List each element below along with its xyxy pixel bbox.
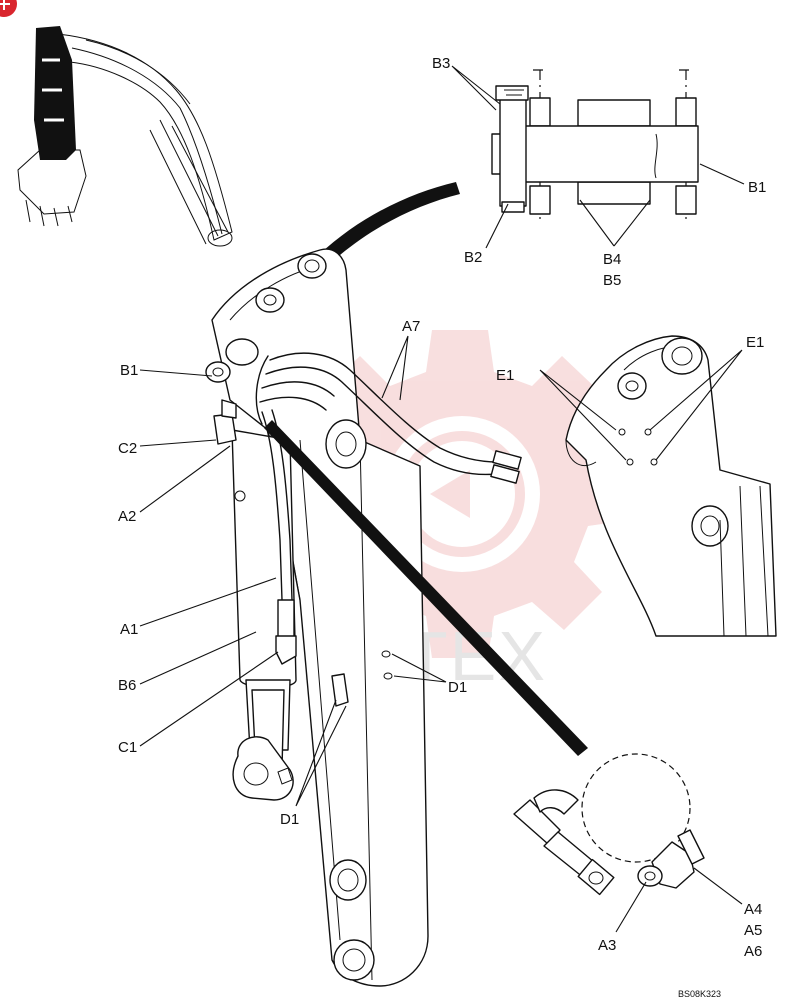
callout-e1-left: E1 [496, 367, 514, 384]
fitting-c2 [213, 413, 237, 445]
plus-badge-icon [0, 0, 17, 17]
callout-a4: A4 [744, 901, 762, 918]
callout-e1-right: E1 [746, 334, 764, 351]
fitting-c2-elbow [221, 399, 237, 419]
pointer-to-pin-detail [258, 182, 460, 348]
pointer-to-fitting-detail [264, 420, 588, 756]
excavator-arm-overview [17, 26, 233, 247]
callout-d1-bottom: D1 [280, 811, 299, 828]
fitting-detail [513, 753, 705, 896]
leader-lines [139, 65, 745, 933]
callout-a7: A7 [402, 318, 420, 335]
bucket-cylinder [231, 429, 297, 801]
callout-b3: B3 [432, 55, 450, 72]
callout-labels: B3 B1 B2 B4 B5 A7 E1 E1 B1 C2 A2 A1 B6 C… [118, 55, 766, 999]
hose-a1 [261, 409, 297, 665]
pin-detail [491, 69, 699, 220]
arm-top-detail [565, 335, 777, 637]
callout-a2: A2 [118, 508, 136, 525]
callout-c1: C1 [118, 739, 137, 756]
callout-b1-main: B1 [120, 362, 138, 379]
callout-b5: B5 [603, 272, 621, 289]
callout-a5: A5 [744, 922, 762, 939]
drawing-code: BS08K323 [678, 989, 721, 999]
callout-b2: B2 [464, 249, 482, 266]
callout-c2: C2 [118, 440, 137, 457]
callout-a1: A1 [120, 621, 138, 638]
arm-assembly [205, 248, 429, 987]
callout-a3: A3 [598, 937, 616, 954]
callout-d1-right: D1 [448, 679, 467, 696]
hoses-a7 [255, 352, 522, 484]
callout-b4: B4 [603, 251, 621, 268]
callout-b6: B6 [118, 677, 136, 694]
clips-d1 [331, 650, 393, 707]
callout-a6: A6 [744, 943, 762, 960]
callout-b1-detail: B1 [748, 179, 766, 196]
